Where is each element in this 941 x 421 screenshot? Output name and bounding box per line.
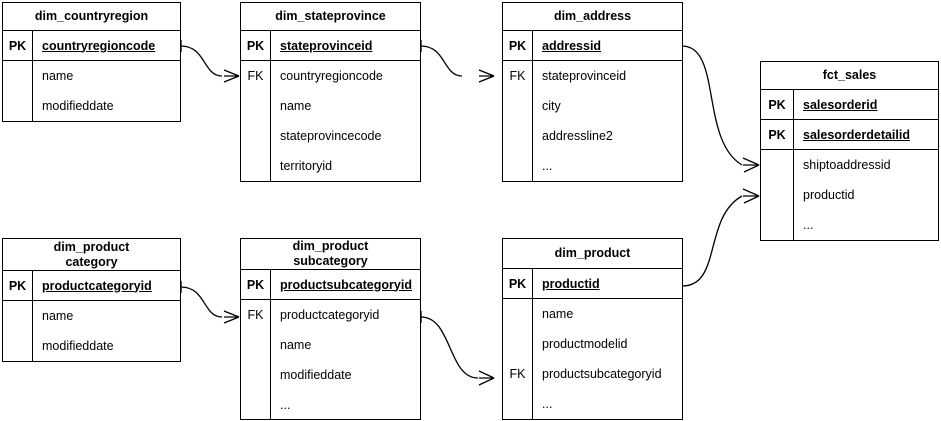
edge-address-to-fctsales [681, 40, 760, 173]
attribute-countryregioncode: countryregioncode [280, 69, 383, 83]
entity-title-dim-productcategory: dim_product category [3, 239, 180, 271]
body-dim-stateprovince: FK countryregioncode name stateprovincec… [241, 61, 420, 181]
key-label-fk [3, 301, 33, 361]
attribute-addressline2: addressline2 [542, 129, 613, 143]
attribute-modifieddate: modifieddate [42, 339, 114, 353]
entity-dim-address[interactable]: dim_address PK addressid FK stateprovinc… [502, 2, 683, 182]
pk-field-salesorderdetailid: salesorderdetailid [803, 127, 910, 142]
key-label-pk-2: PK [761, 120, 794, 149]
entity-fct-sales[interactable]: fct_sales PK salesorderid PK salesorderd… [760, 61, 939, 241]
attribute-territoryid: territoryid [280, 159, 333, 173]
pk-row-dim-productsubcategory: PK productsubcategoryid [241, 270, 420, 300]
attribute-list-dim-stateprovince: countryregioncode name stateprovincecode… [271, 61, 420, 181]
pk-row-dim-countryregion: PK countryregioncode [3, 31, 180, 61]
key-label-fk [761, 150, 794, 240]
fk-label-text: FK [509, 367, 526, 381]
attribute-productsubcategoryid: productsubcategoryid [542, 367, 662, 381]
entity-title-fct-sales: fct_sales [761, 62, 938, 90]
key-label-fk [3, 61, 33, 121]
fk-label-text: FK [247, 69, 264, 83]
attribute-shiptoaddressid: shiptoaddressid [803, 158, 891, 172]
key-label-fk: FK [503, 299, 533, 419]
pk-field-stateprovinceid: stateprovinceid [280, 38, 373, 53]
body-dim-address: FK stateprovinceid city addressline2 ... [503, 61, 682, 181]
key-label-pk: PK [761, 90, 794, 119]
attribute-stateprovinceid: stateprovinceid [542, 69, 627, 83]
attribute-name: name [542, 307, 574, 321]
body-dim-product: FK name productmodelid productsubcategor… [503, 299, 682, 419]
entity-title-dim-countryregion: dim_countryregion [3, 3, 180, 31]
key-label-pk: PK [241, 270, 271, 299]
attribute-ellipsis: ... [280, 398, 291, 412]
entity-dim-product[interactable]: dim_product PK productid FK name product… [502, 238, 683, 420]
attribute-productmodelid: productmodelid [542, 337, 628, 351]
pk-field-addressid: addressid [542, 38, 602, 53]
body-dim-productcategory: name modifieddate [3, 301, 180, 361]
entity-dim-stateprovince[interactable]: dim_stateprovince PK stateprovinceid FK … [240, 2, 421, 182]
attribute-ellipsis: ... [542, 159, 553, 173]
key-label-fk: FK [503, 61, 533, 181]
entity-title-dim-productsubcategory: dim_product subcategory [241, 239, 420, 270]
body-dim-productsubcategory: FK productcategoryid name modifieddate .… [241, 300, 420, 420]
attribute-list-dim-product: name productmodelid productsubcategoryid… [533, 299, 682, 419]
key-label-pk: PK [503, 269, 533, 298]
attribute-name: name [280, 99, 312, 113]
key-label-pk: PK [3, 31, 33, 60]
attribute-city: city [542, 99, 561, 113]
attribute-ellipsis: ... [542, 397, 553, 411]
pk-row-dim-productcategory: PK productcategoryid [3, 271, 180, 301]
pk-field-productid: productid [542, 276, 600, 291]
edge-countryregion-to-stateprovince [180, 40, 240, 83]
pk-field-productsubcategoryid: productsubcategoryid [280, 277, 412, 292]
edge-stateprovince-to-address [420, 40, 495, 83]
key-label-fk: FK [241, 61, 271, 181]
attribute-name: name [42, 309, 74, 323]
attribute-name: name [280, 338, 312, 352]
attribute-productcategoryid: productcategoryid [280, 308, 380, 322]
fk-label-text: FK [247, 308, 264, 322]
attribute-modifieddate: modifieddate [280, 368, 352, 382]
entity-dim-countryregion[interactable]: dim_countryregion PK countryregioncode n… [2, 2, 181, 122]
entity-title-dim-product: dim_product [503, 239, 682, 269]
pk-field-countryregioncode: countryregioncode [42, 38, 156, 53]
attribute-list-dim-address: stateprovinceid city addressline2 ... [533, 61, 682, 181]
pk-row-dim-stateprovince: PK stateprovinceid [241, 31, 420, 61]
pk-field-productcategoryid: productcategoryid [42, 278, 152, 293]
pk-field-salesorderid: salesorderid [803, 97, 878, 112]
body-dim-countryregion: name modifieddate [3, 61, 180, 121]
attribute-name: name [42, 69, 74, 83]
attribute-modifieddate: modifieddate [42, 99, 114, 113]
attribute-productid: productid [803, 188, 855, 202]
attribute-list-dim-productsubcategory: productcategoryid name modifieddate ... [271, 300, 420, 420]
key-label-pk: PK [503, 31, 533, 60]
pk-row-dim-address: PK addressid [503, 31, 682, 61]
pk-row-fct-sales-salesorderdetailid: PK salesorderdetailid [761, 120, 938, 150]
entity-dim-productsubcategory[interactable]: dim_product subcategory PK productsubcat… [240, 238, 421, 420]
edge-product-to-fctsales [681, 188, 760, 292]
entity-title-dim-stateprovince: dim_stateprovince [241, 3, 420, 31]
edge-productcategory-to-subcategory [180, 281, 240, 324]
entity-title-dim-address: dim_address [503, 3, 682, 31]
fk-label-text: FK [509, 69, 526, 83]
attribute-list-fct-sales: shiptoaddressid productid ... [794, 150, 938, 240]
key-label-fk: FK [241, 300, 271, 420]
key-label-pk: PK [3, 271, 33, 300]
key-label-pk: PK [241, 31, 271, 60]
attribute-list-dim-countryregion: name modifieddate [33, 61, 180, 121]
attribute-ellipsis: ... [803, 218, 814, 232]
edge-subcategory-to-product [420, 311, 495, 386]
entity-dim-productcategory[interactable]: dim_product category PK productcategoryi… [2, 238, 181, 362]
attribute-list-dim-productcategory: name modifieddate [33, 301, 180, 361]
pk-row-dim-product: PK productid [503, 269, 682, 299]
body-fct-sales: shiptoaddressid productid ... [761, 150, 938, 240]
pk-row-fct-sales-salesorderid: PK salesorderid [761, 90, 938, 120]
attribute-stateprovincecode: stateprovincecode [280, 129, 382, 143]
